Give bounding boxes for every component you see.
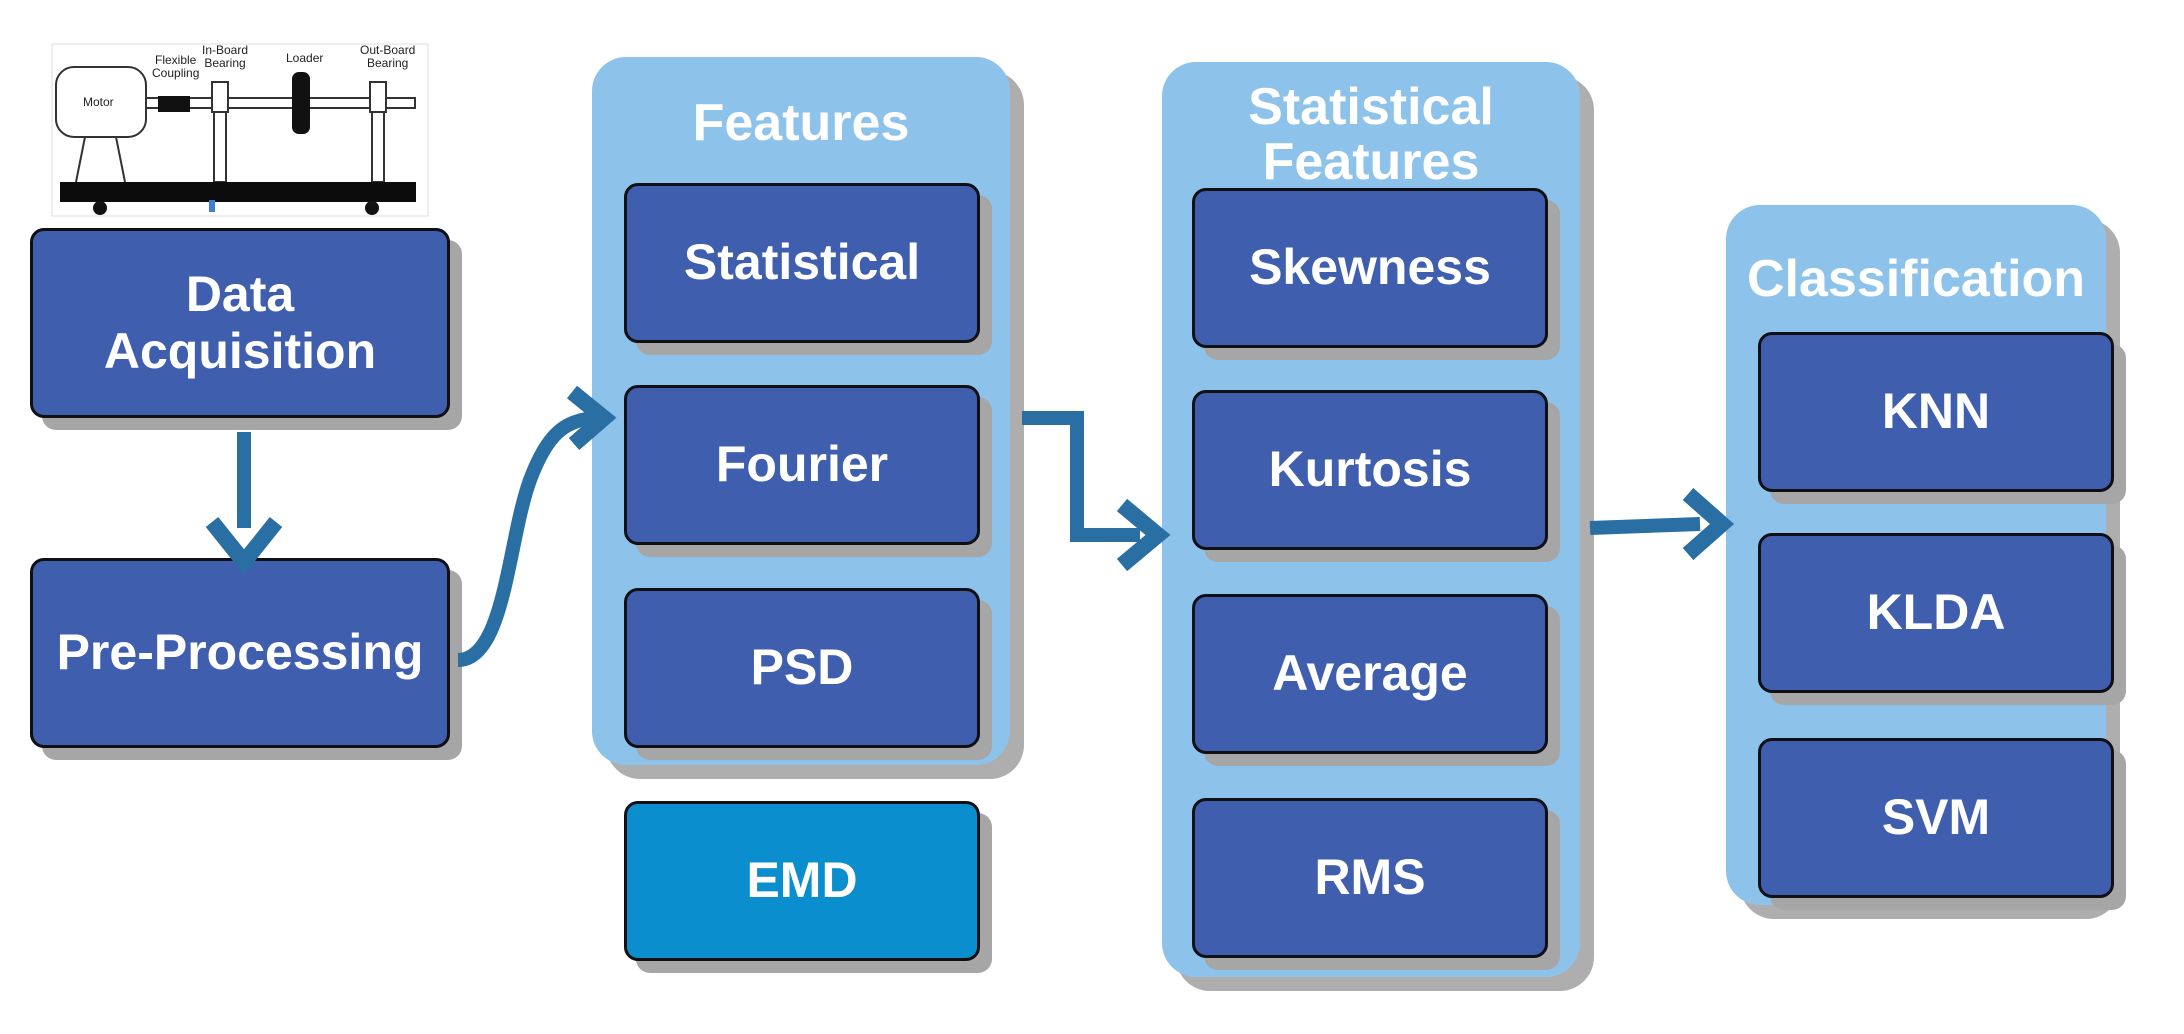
motor-label: Motor — [83, 95, 114, 109]
stat-rms-label: RMS — [1314, 849, 1426, 906]
inboard-bearing-label: In-Board Bearing — [202, 43, 249, 70]
feature-statistical-box: Statistical — [624, 183, 980, 343]
loader-label: Loader — [286, 51, 324, 65]
arrow-features-to-statistical — [1022, 411, 1140, 542]
classification-title: Classification — [1746, 250, 2086, 308]
pre-processing-label: Pre-Processing — [56, 624, 424, 681]
stat-kurtosis-label: Kurtosis — [1268, 441, 1472, 498]
class-svm-label: SVM — [1881, 789, 1991, 846]
stat-skewness-box: Skewness — [1192, 188, 1548, 348]
outboard-bearing-label: Out-Board Bearing — [360, 43, 416, 70]
class-klda-box: KLDA — [1758, 533, 2114, 693]
feature-psd-box: PSD — [624, 588, 980, 748]
statistical-features-title: Statistical Features — [1248, 78, 1494, 191]
arrow-acquisition-to-preprocessing-head — [205, 517, 283, 575]
feature-psd-label: PSD — [750, 639, 854, 696]
stat-rms-box: RMS — [1192, 798, 1548, 958]
feature-statistical-label: Statistical — [683, 234, 921, 291]
data-acquisition-label: Data Acquisition — [103, 265, 377, 380]
feature-emd-label: EMD — [746, 852, 858, 909]
arrow-preprocessing-to-features — [456, 411, 594, 667]
arrow-statistical-to-classification-head — [1682, 488, 1735, 560]
data-acquisition-box: Data Acquisition — [30, 228, 450, 418]
arrow-statistical-to-classification — [1589, 517, 1701, 535]
feature-fourier-box: Fourier — [624, 385, 980, 545]
pre-processing-box: Pre-Processing — [30, 558, 450, 748]
stat-kurtosis-box: Kurtosis — [1192, 390, 1548, 550]
feature-fourier-label: Fourier — [715, 436, 889, 493]
stat-average-label: Average — [1272, 645, 1468, 702]
class-svm-box: SVM — [1758, 738, 2114, 898]
test-rig-drawing — [51, 43, 429, 217]
stat-skewness-label: Skewness — [1249, 239, 1491, 296]
class-knn-box: KNN — [1758, 332, 2114, 492]
class-knn-label: KNN — [1881, 383, 1991, 440]
stat-average-box: Average — [1192, 594, 1548, 754]
class-klda-label: KLDA — [1866, 584, 2006, 641]
feature-emd-box: EMD — [624, 801, 980, 961]
test-rig-illustration: Motor Flexible Coupling In-Board Bearing… — [50, 40, 430, 220]
arrow-features-to-statistical-head — [1116, 498, 1171, 572]
flexible-coupling-label: Flexible Coupling — [152, 53, 200, 80]
features-title: Features — [692, 94, 910, 152]
